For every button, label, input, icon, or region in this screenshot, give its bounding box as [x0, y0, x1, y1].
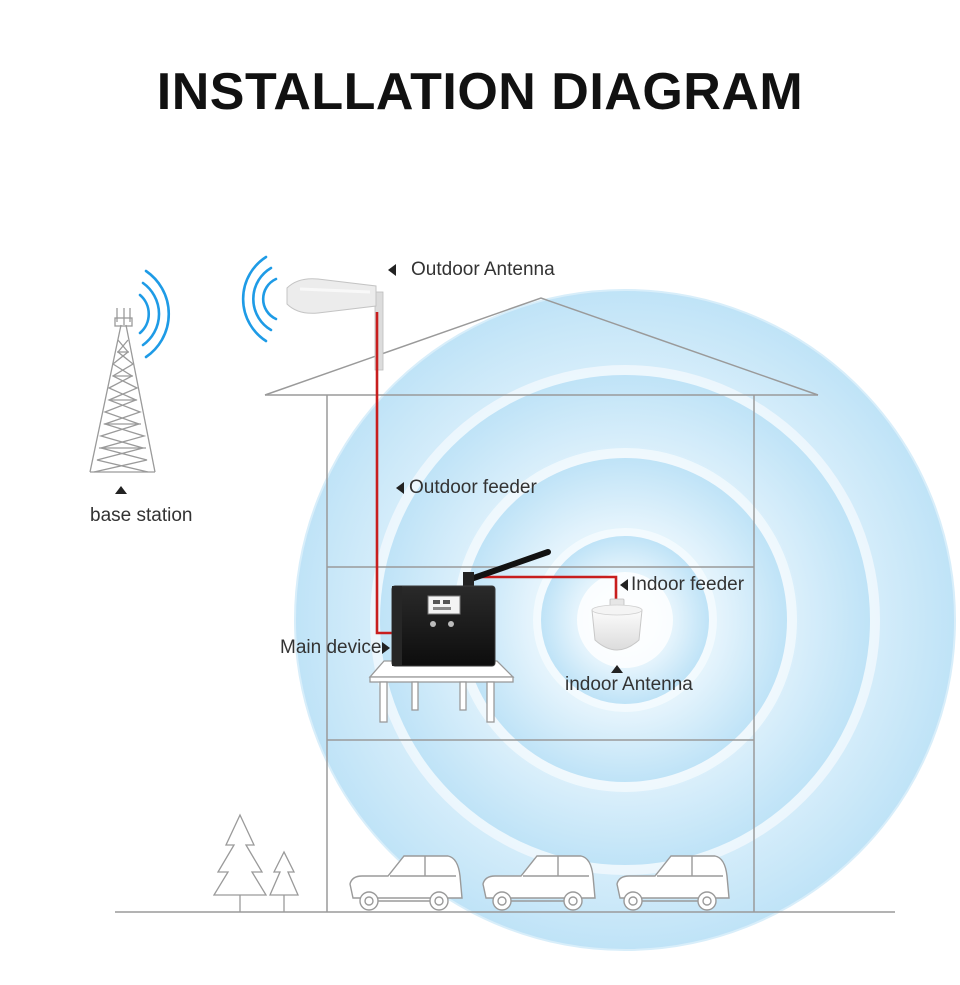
- indoor-ceiling-antenna-icon: [591, 598, 643, 651]
- tree-icon: [212, 813, 299, 912]
- tower-signal-waves-icon: [138, 269, 170, 359]
- indoor-feeder-pointer-icon: [620, 579, 628, 591]
- car-icon: [349, 855, 463, 911]
- label-outdoor-feeder: Outdoor feeder: [409, 477, 537, 498]
- main-device-pointer-icon: [382, 642, 390, 654]
- base-station-pointer-icon: [115, 486, 127, 494]
- house-outline: [115, 297, 895, 913]
- outdoor-antenna-icon: [286, 278, 384, 371]
- label-main-device: Main device: [280, 637, 382, 658]
- car-icon: [482, 855, 596, 911]
- label-outdoor-antenna: Outdoor Antenna: [411, 259, 555, 280]
- base-station-tower-icon: [89, 308, 156, 473]
- label-base-station: base station: [90, 505, 193, 526]
- label-indoor-feeder: Indoor feeder: [631, 574, 745, 595]
- outdoor-antenna-pointer-icon: [388, 264, 396, 276]
- antenna-signal-waves-icon: [241, 255, 278, 343]
- main-device-icon: [391, 549, 551, 667]
- page-title: INSTALLATION DIAGRAM: [156, 63, 804, 121]
- outdoor-feeder-pointer-icon: [396, 482, 404, 494]
- car-icon: [616, 855, 730, 911]
- label-indoor-antenna: indoor Antenna: [565, 674, 693, 695]
- indoor-antenna-pointer-icon: [611, 665, 623, 673]
